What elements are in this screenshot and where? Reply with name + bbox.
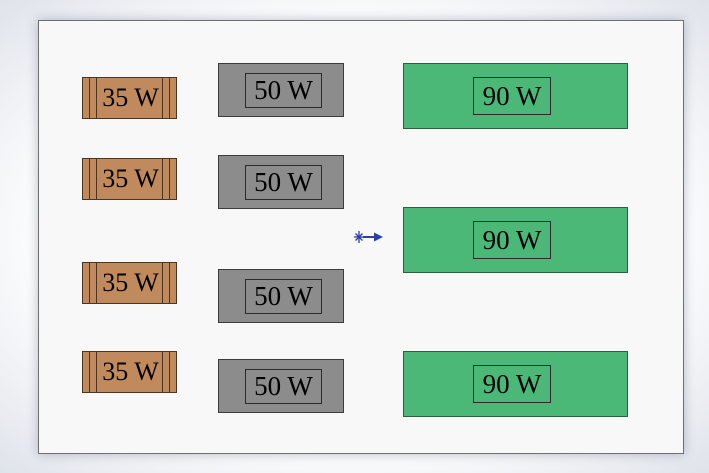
block-90w-2[interactable]: 90 W [403,207,628,273]
resistor-band-left [89,352,97,392]
resistor-35w-2[interactable]: 35 W [82,158,177,200]
resistor-band-right [162,263,170,303]
component-label: 50 W [245,279,322,314]
block-50w-4[interactable]: 50 W [218,359,344,413]
block-50w-2[interactable]: 50 W [218,155,344,209]
resistor-band-left [89,159,97,199]
component-label: 35 W [102,83,159,112]
resistor-band-left [89,78,97,118]
component-label: 90 W [473,77,551,115]
resistor-band-left [89,263,97,303]
component-label: 35 W [102,268,159,297]
component-label: 35 W [102,164,159,193]
component-label: 50 W [245,369,322,404]
component-label: 90 W [473,221,551,259]
resistor-35w-1[interactable]: 35 W [82,77,177,119]
resistor-35w-3[interactable]: 35 W [82,262,177,304]
block-90w-3[interactable]: 90 W [403,351,628,417]
resistor-35w-4[interactable]: 35 W [82,351,177,393]
block-90w-1[interactable]: 90 W [403,63,628,129]
resistor-band-right [162,352,170,392]
resistor-band-right [162,78,170,118]
component-label: 90 W [473,365,551,403]
move-arrow-icon [354,231,383,243]
resistor-band-right [162,159,170,199]
block-50w-1[interactable]: 50 W [218,63,344,117]
component-label: 50 W [245,165,322,200]
component-label: 50 W [245,73,322,108]
block-50w-3[interactable]: 50 W [218,269,344,323]
component-label: 35 W [102,357,159,386]
